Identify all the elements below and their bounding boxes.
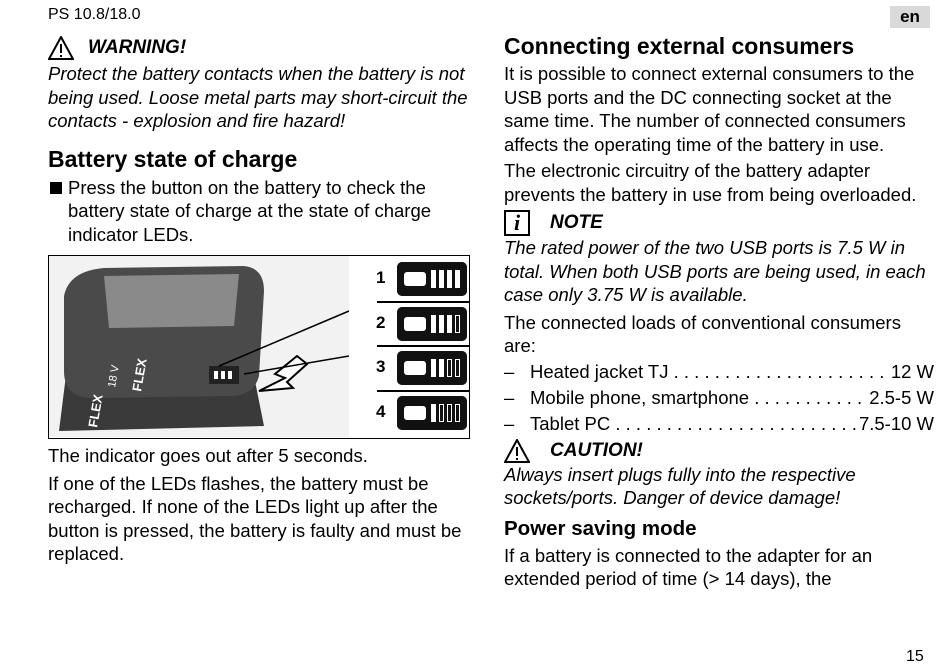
warning-title: WARNING! <box>88 37 187 58</box>
battery-led-figure: 18 V FLEX FLEX 1 <box>48 255 470 439</box>
info-icon: i <box>504 210 530 236</box>
power-saving-heading: Power saving mode <box>504 516 697 540</box>
right-column: Connecting external consumers It is poss… <box>504 32 934 591</box>
led-flash-text: If one of the LEDs flashes, the battery … <box>48 472 462 565</box>
external-consumers-heading: Connecting external consumers <box>504 33 855 59</box>
divider <box>377 300 469 303</box>
page-number: 15 <box>906 648 924 665</box>
list-dash: – <box>504 360 515 382</box>
load-label: Mobile phone, smartphone <box>530 385 867 411</box>
list-dash: – <box>504 386 515 408</box>
led-state-row: 3 <box>376 347 469 392</box>
note-title: NOTE <box>550 212 603 233</box>
battery-pack-photo: 18 V FLEX FLEX <box>49 256 349 437</box>
led-state-number: 2 <box>376 312 386 332</box>
list-item: – Mobile phone, smartphone 2.5-5 W <box>504 385 934 411</box>
battery-three-quarter-icon <box>397 306 467 341</box>
loads-list: – Heated jacket TJ 12 W – Mobile phone, … <box>504 359 934 437</box>
bullet-text: Press the button on the battery to check… <box>68 176 432 245</box>
led-state-row: 4 <box>376 392 469 437</box>
load-label: Tablet PC <box>530 411 857 437</box>
warning-heading: WARNING! <box>48 36 473 60</box>
led-state-panel: 1 2 3 <box>376 258 469 437</box>
note-text: The rated power of the two USB ports is … <box>504 237 926 305</box>
voltage-label: 18 V <box>106 363 122 388</box>
caution-title: CAUTION! <box>550 439 643 461</box>
warning-icon <box>48 36 74 60</box>
brand-label-lower: FLEX <box>85 393 106 429</box>
led-state-row: 2 <box>376 303 469 347</box>
language-badge: en <box>890 6 930 28</box>
overload-protection-text: The electronic circuitry of the battery … <box>504 160 917 205</box>
battery-low-icon <box>397 395 467 430</box>
load-value: 2.5-5 W <box>869 386 934 408</box>
external-consumers-text: It is possible to connect external consu… <box>504 63 915 155</box>
loads-intro-text: The connected loads of conventional cons… <box>504 311 901 357</box>
brand-label-upper: FLEX <box>129 357 150 393</box>
battery-half-icon <box>397 351 467 385</box>
bullet-square-icon <box>50 181 62 194</box>
load-label: Heated jacket TJ <box>530 359 889 385</box>
caution-text: Always insert plugs fully into the respe… <box>504 463 856 509</box>
led-state-number: 3 <box>376 357 386 376</box>
load-value: 12 W <box>890 360 934 382</box>
led-state-number: 1 <box>376 268 386 287</box>
document-model: PS 10.8/18.0 <box>48 6 141 23</box>
list-dash: – <box>504 412 515 434</box>
note-heading: i NOTE <box>504 210 934 236</box>
battery-state-heading: Battery state of charge <box>48 145 298 172</box>
warning-text: Protect the battery contacts when the ba… <box>48 63 468 131</box>
caution-icon <box>504 438 530 463</box>
indicator-timeout-text: The indicator goes out after 5 seconds. <box>48 445 368 466</box>
load-value: 7.5-10 W <box>858 412 934 434</box>
led-state-row: 1 <box>376 258 469 303</box>
led-state-number: 4 <box>376 401 386 421</box>
caution-heading: CAUTION! <box>504 438 934 463</box>
check-state-instruction: Press the button on the battery to check… <box>48 176 473 247</box>
battery-full-icon <box>397 262 467 296</box>
list-item: – Heated jacket TJ 12 W <box>504 359 934 385</box>
divider <box>377 345 469 347</box>
left-column: WARNING! Protect the battery contacts wh… <box>48 36 473 566</box>
list-item: – Tablet PC 7.5-10 W <box>504 411 934 437</box>
power-saving-text: If a battery is connected to the adapter… <box>504 544 873 590</box>
divider <box>377 389 469 392</box>
